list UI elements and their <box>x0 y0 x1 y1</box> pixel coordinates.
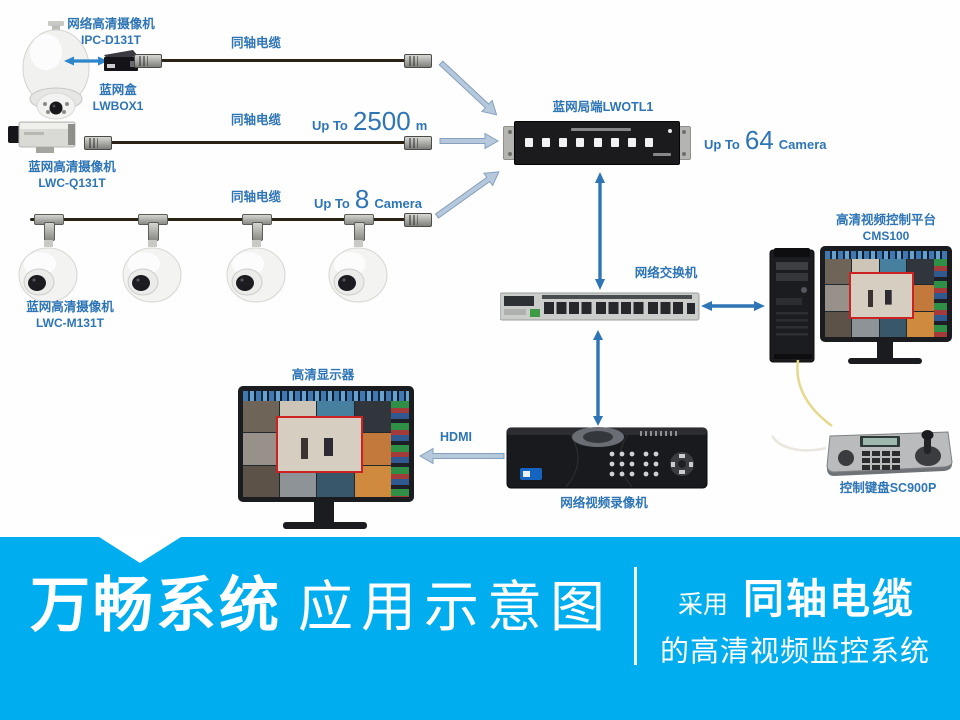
dome-camera-icon <box>216 240 296 309</box>
box-camera-icon <box>8 116 86 160</box>
coax-label-3: 同轴电缆 <box>230 190 281 204</box>
arrow-coax2-to-lwotl <box>439 132 500 150</box>
dome-camera-icon <box>112 240 192 309</box>
lwbox-device-icon <box>100 48 140 76</box>
lwotl-ports <box>525 138 653 147</box>
monitor-base <box>848 358 922 364</box>
banner-title: 万畅系统 应用示意图 <box>30 557 613 644</box>
bnc-connector <box>404 136 432 150</box>
coax-cable-1 <box>156 59 408 62</box>
capacity-2500m: Up To 2500 m <box>312 106 428 136</box>
lwotl-label: 蓝网局端LWOTL1 <box>552 100 654 114</box>
banner-title-bold: 万畅系统 <box>30 572 282 639</box>
banner-divider <box>634 567 637 665</box>
monitor-stand <box>877 342 893 358</box>
cms-monitor-icon <box>820 246 952 342</box>
bnc-connector <box>404 54 432 68</box>
capacity-64-camera: Up To 64 Camera <box>704 125 827 155</box>
keyboard-cable-white <box>770 435 827 452</box>
coax-cable-2 <box>110 141 408 144</box>
ptz-dome-camera-icon <box>12 20 104 128</box>
screen-mosaic <box>825 251 947 337</box>
arrow-coax1-to-lwotl <box>438 60 498 116</box>
box-camera-label: 蓝网高清摄像机 LWC-Q131T <box>28 160 116 190</box>
arrow-switch-to-nvr <box>593 330 603 426</box>
keyboard-label: 控制键盘SC900P <box>839 481 937 495</box>
lwotl-device-icon <box>514 121 680 165</box>
tagline-highlight: 同轴电缆 <box>743 576 916 622</box>
t-connector-stem <box>354 222 365 241</box>
cms-label: 高清视频控制平台 CMS100 <box>835 213 936 243</box>
arrow-ptz-to-lwbox <box>64 56 108 66</box>
keyboard-cable <box>796 359 833 428</box>
arrow-nvr-to-display <box>418 447 505 465</box>
nvr-device-icon <box>506 424 708 497</box>
hdmi-label: HDMI <box>440 430 472 444</box>
coax-label-1: 同轴电缆 <box>230 36 281 50</box>
nvr-label: 网络视频录像机 <box>560 496 648 510</box>
banner-title-light: 应用示意图 <box>298 576 614 638</box>
dome-camera-icon <box>8 240 88 309</box>
tagline-line2: 的高清视频监控系统 <box>660 636 931 668</box>
pc-tower-icon <box>768 246 818 369</box>
monitor-stand <box>314 502 334 522</box>
hd-display-icon <box>238 386 414 502</box>
coax-cable-3 <box>30 218 410 221</box>
switch-label: 网络交换机 <box>634 266 698 280</box>
t-connector-stem <box>148 222 159 241</box>
tagline-prefix: 采用 <box>678 591 729 619</box>
monitor-base <box>283 522 367 529</box>
banner-tagline: 采用 同轴电缆 的高清视频监控系统 <box>660 565 955 670</box>
bnc-connector <box>404 213 432 227</box>
arrow-lwotl-to-switch <box>595 172 605 290</box>
t-connector-stem <box>44 222 55 241</box>
bnc-connector <box>84 136 112 150</box>
lwbox-label: 蓝网盒 LWBOX1 <box>92 83 144 113</box>
dome-camera-label: 蓝网高清摄像机 LWC-M131T <box>26 300 114 330</box>
coax-label-2: 同轴电缆 <box>230 113 281 127</box>
banner: 万畅系统 应用示意图 采用 同轴电缆 的高清视频监控系统 <box>0 537 960 720</box>
display-label: 高清显示器 <box>291 368 355 382</box>
arrow-switch-to-cms <box>701 301 765 311</box>
bnc-connector <box>134 54 162 68</box>
capacity-8-camera: Up To 8 Camera <box>314 184 423 214</box>
dome-camera-icon <box>318 240 398 309</box>
ptz-camera-label: 网络高清摄像机 IPC-D131T <box>67 17 155 47</box>
control-keyboard-icon <box>824 422 954 485</box>
arrow-coax3-to-lwotl <box>434 171 500 219</box>
screen-mosaic <box>243 391 409 497</box>
banner-notch-icon <box>99 537 181 563</box>
t-connector-stem <box>252 222 263 241</box>
switch-device-icon <box>499 290 700 327</box>
